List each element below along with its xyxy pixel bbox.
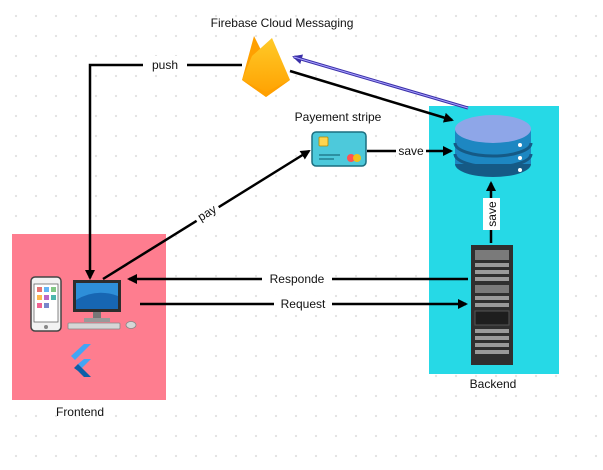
edge-push: [85, 63, 242, 280]
frontend-label: Frontend: [56, 405, 104, 419]
edge-label-responde: Responde: [270, 272, 325, 286]
stripe-label: Payement stripe: [295, 110, 382, 124]
edge-label-save-server: save: [485, 201, 499, 227]
backend-label: Backend: [470, 377, 517, 391]
database-icon: [453, 115, 533, 177]
edge-label-push: push: [152, 58, 178, 72]
credit-card-icon: [311, 131, 367, 167]
edge-fcm-to-database: [289, 69, 454, 123]
server-rack-icon: [471, 245, 513, 365]
desktop-computer-icon: [67, 280, 137, 330]
fcm-label: Firebase Cloud Messaging: [211, 16, 354, 30]
flutter-logo-icon: [71, 344, 91, 377]
edge-label-request: Request: [281, 297, 326, 311]
edge-label-save-stripe: save: [398, 144, 424, 158]
smartphone-icon: [30, 276, 62, 332]
firebase-flame-icon: [242, 36, 290, 97]
